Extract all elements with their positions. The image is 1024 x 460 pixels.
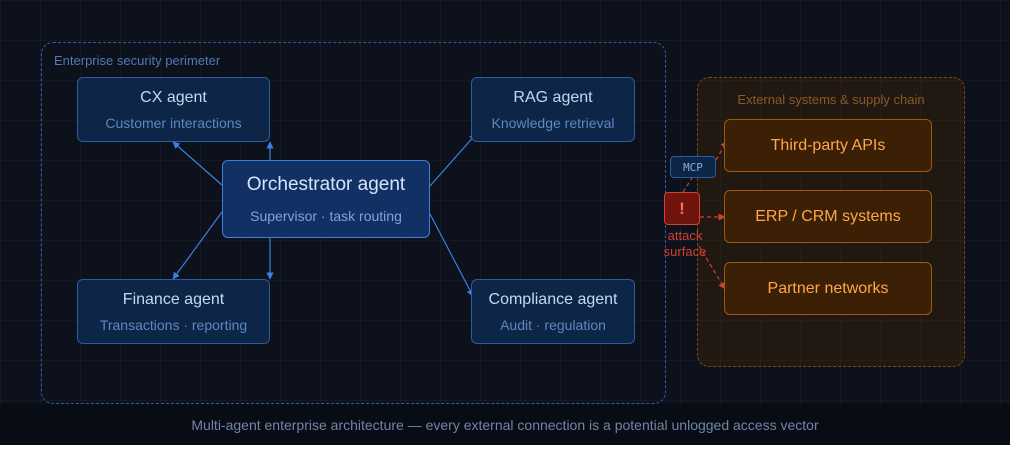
external-systems-label: External systems & supply chain [737,92,925,107]
third-party-apis-label: Third-party APIs [770,136,886,154]
third-party-apis-node[interactable]: Third-party APIs [724,119,932,172]
partner-networks-label: Partner networks [767,279,889,297]
orchestrator-agent-subtitle: Supervisor · task routing [250,208,402,224]
rag-agent-node[interactable]: RAG agent Knowledge retrieval [471,77,635,142]
edge-mcp-apis [715,140,728,161]
cx-agent-title: CX agent [140,88,207,106]
alert-symbol: ! [679,198,685,218]
diagram-canvas: Enterprise security perimeter External s… [0,0,1010,445]
rag-agent-subtitle: Knowledge retrieval [491,114,615,131]
rag-agent-title: RAG agent [513,88,593,106]
partner-networks-node[interactable]: Partner networks [724,262,932,315]
connection-lines [172,133,728,297]
compliance-agent-subtitle: Audit · regulation [500,316,606,333]
attack-surface-label: attack surface [663,228,707,259]
cx-agent-node[interactable]: CX agent Customer interactions [77,77,270,142]
finance-agent-node[interactable]: Finance agent Transactions · reporting [77,279,270,344]
diagram-caption-bar: Multi-agent enterprise architecture — ev… [0,404,1010,445]
edge-alert-partners [698,245,726,290]
edge-alert-mcp [682,177,693,193]
security-perimeter-label: Enterprise security perimeter [54,53,221,68]
diagram-caption: Multi-agent enterprise architecture — ev… [191,416,819,433]
edge-orchestrator-compliance [429,213,474,297]
finance-agent-subtitle: Transactions · reporting [99,316,248,333]
orchestrator-agent-title: Orchestrator agent [246,174,406,195]
alert-icon[interactable]: ! [664,192,700,225]
edge-orchestrator-finance [172,211,223,280]
orchestrator-agent-node[interactable]: Orchestrator agent Supervisor · task rou… [222,160,430,238]
cx-agent-subtitle: Customer interactions [105,114,242,131]
finance-agent-title: Finance agent [122,290,225,308]
edge-orchestrator-rag [429,133,477,187]
edge-orchestrator-cx [172,141,223,186]
compliance-agent-node[interactable]: Compliance agent Audit · regulation [471,279,635,344]
compliance-agent-title: Compliance agent [488,290,618,308]
erp-crm-systems-label: ERP / CRM systems [755,207,901,225]
mcp-connector-badge[interactable]: MCP [670,156,716,178]
erp-crm-systems-node[interactable]: ERP / CRM systems [724,190,932,243]
